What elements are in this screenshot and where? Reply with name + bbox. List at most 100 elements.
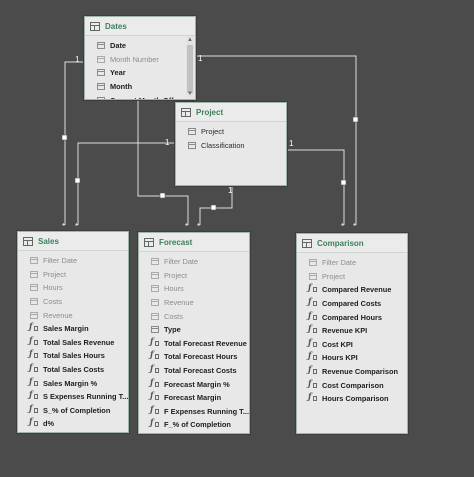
table-header[interactable]: Project — [176, 103, 286, 122]
field-row[interactable]: Total Sales Costs — [18, 362, 128, 377]
field-label: Revenue Comparison — [322, 367, 398, 377]
calculated-field-icon — [29, 376, 38, 387]
field-row[interactable]: Hours — [18, 281, 128, 295]
scroll-up-icon[interactable]: ▲ — [187, 37, 193, 43]
table-header[interactable]: Forecast — [139, 233, 249, 252]
field-row[interactable]: Compared Revenue — [297, 282, 407, 297]
field-label: Cost KPI — [322, 339, 353, 349]
field-row[interactable]: Sales Margin — [18, 321, 128, 336]
field-row[interactable]: Month — [85, 80, 195, 94]
field-row[interactable]: Month Number — [85, 53, 195, 67]
field-row[interactable]: Total Sales Hours — [18, 348, 128, 363]
field-label: Hours — [43, 283, 63, 293]
field-label: S_% of Completion — [43, 405, 111, 415]
column-icon — [30, 257, 38, 265]
field-row[interactable]: Costs — [139, 309, 249, 323]
column-icon — [97, 55, 105, 63]
field-row[interactable]: Total Forecast Costs — [139, 363, 249, 378]
field-row[interactable]: Costs — [18, 295, 128, 309]
field-row[interactable]: Project — [139, 269, 249, 283]
field-row[interactable]: Filter Date — [18, 254, 128, 268]
cardinality-one: 1 — [289, 139, 294, 148]
field-label: Month — [110, 82, 133, 92]
field-label: Project — [322, 271, 346, 281]
field-row[interactable]: F Expenses Running T... — [139, 404, 249, 419]
field-row[interactable]: Project — [297, 270, 407, 284]
column-icon — [30, 298, 38, 306]
field-row[interactable]: Year — [85, 66, 195, 80]
calculated-field-icon — [29, 389, 38, 400]
column-icon — [188, 128, 196, 136]
calculated-field-icon — [308, 350, 317, 361]
field-row[interactable]: Hours KPI — [297, 350, 407, 365]
field-row[interactable]: Cost KPI — [297, 337, 407, 352]
field-label: Hours KPI — [322, 353, 358, 363]
filter-marker — [74, 177, 81, 184]
field-row[interactable]: Hours — [139, 282, 249, 296]
cardinality-many: * — [75, 222, 79, 231]
filter-marker — [210, 204, 217, 211]
table-title: Sales — [38, 236, 59, 246]
field-label: Total Sales Revenue — [43, 337, 115, 347]
scroll-down-icon[interactable]: ▼ — [187, 91, 193, 97]
field-row[interactable]: Type — [139, 323, 249, 337]
field-label: Total Forecast Costs — [164, 366, 237, 376]
calculated-field-icon — [308, 323, 317, 334]
field-row[interactable]: Sales Margin % — [18, 376, 128, 390]
table-title: Comparison — [317, 238, 364, 248]
field-row[interactable]: Date — [85, 39, 195, 53]
column-icon — [309, 259, 317, 267]
table-title: Dates — [105, 21, 127, 31]
field-row[interactable]: Filter Date — [297, 256, 407, 270]
calculated-field-icon — [308, 391, 317, 402]
field-row[interactable]: Forecast Margin % — [139, 377, 249, 391]
field-list: Filter DateProjectHoursRevenueCostsTypeT… — [139, 252, 249, 432]
field-label: Total Sales Costs — [43, 365, 105, 375]
scrollbar[interactable]: ▲ ▼ — [186, 36, 194, 98]
calculated-field-icon — [308, 310, 317, 321]
field-row[interactable]: Total Forecast Hours — [139, 349, 249, 364]
field-row[interactable]: Revenue KPI — [297, 323, 407, 338]
field-row[interactable]: Classification — [176, 139, 286, 153]
field-label: Total Forecast Hours — [164, 352, 238, 362]
field-row[interactable]: Current Month Off... — [85, 93, 195, 99]
field-row[interactable]: Filter Date — [139, 255, 249, 269]
column-icon — [309, 272, 317, 280]
field-row[interactable]: S Expenses Running T... — [18, 389, 128, 404]
field-row[interactable]: Revenue — [18, 308, 128, 322]
field-row[interactable]: Project — [18, 268, 128, 282]
calculated-field-icon — [150, 349, 159, 360]
field-row[interactable]: Compared Costs — [297, 296, 407, 311]
field-row[interactable]: Cost Comparison — [297, 378, 407, 392]
field-row[interactable]: d% — [18, 416, 128, 431]
table-header[interactable]: Comparison — [297, 234, 407, 253]
field-row[interactable]: Total Sales Revenue — [18, 335, 128, 350]
field-row[interactable]: Hours Comparison — [297, 391, 407, 406]
field-row[interactable]: Project — [176, 125, 286, 139]
scroll-thumb[interactable] — [187, 45, 193, 93]
table-comparison[interactable]: Comparison Filter DateProjectCompared Re… — [296, 233, 408, 434]
field-row[interactable]: Total Forecast Revenue — [139, 336, 249, 351]
table-header[interactable]: Dates — [85, 17, 195, 36]
field-row[interactable]: Compared Hours — [297, 310, 407, 324]
field-row[interactable]: Forecast Margin — [139, 390, 249, 405]
field-row[interactable]: Revenue Comparison — [297, 364, 407, 379]
calculated-field-icon — [150, 363, 159, 374]
field-row[interactable]: S_% of Completion — [18, 403, 128, 418]
cardinality-many: * — [185, 222, 189, 231]
field-row[interactable]: F_% of Completion — [139, 417, 249, 432]
field-label: Classification — [201, 140, 245, 150]
filter-marker — [352, 116, 359, 123]
field-row[interactable]: Revenue — [139, 296, 249, 310]
cardinality-one: 1 — [228, 186, 233, 195]
table-header[interactable]: Sales — [18, 232, 128, 251]
field-label: Cost Comparison — [322, 380, 384, 390]
cardinality-one: 1 — [198, 54, 203, 63]
rel-dates-sales-1 — [64, 61, 84, 225]
field-label: Compared Revenue — [322, 285, 392, 295]
